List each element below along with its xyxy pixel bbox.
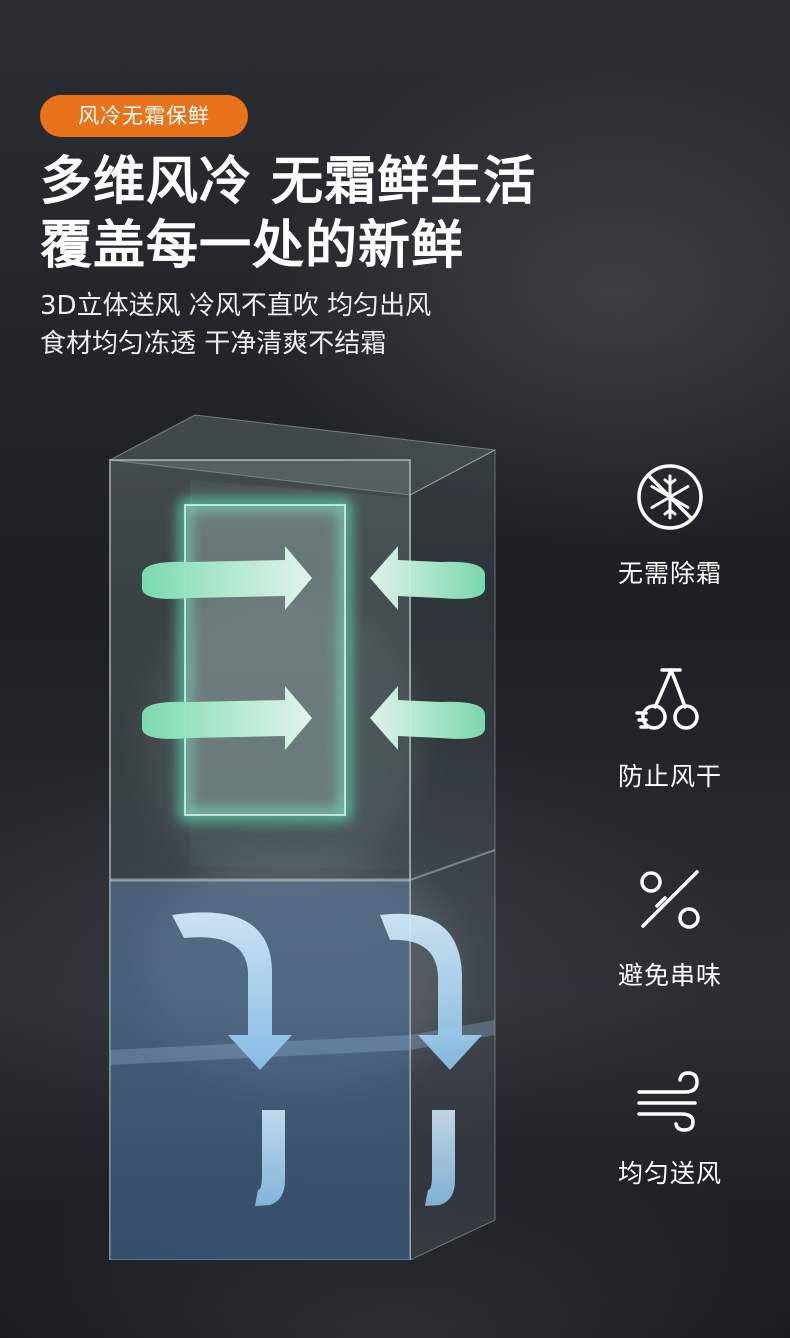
feature-no-defrost: 无需除霜 bbox=[590, 462, 750, 590]
airflow-arrow-green-upper-right bbox=[370, 546, 485, 610]
headline-line-2: 覆盖每一处的新鲜 bbox=[40, 216, 465, 276]
feature-prevent-drying: 防止风干 bbox=[590, 665, 750, 793]
airflow-arc-blue-right bbox=[380, 913, 482, 1206]
category-badge: 风冷无霜保鲜 bbox=[40, 95, 248, 137]
snowflake-no-frost-icon bbox=[637, 464, 703, 530]
percent-odor-icon bbox=[640, 870, 700, 929]
wind-airflow-icon bbox=[637, 1071, 699, 1132]
airflow-arc-blue-left bbox=[172, 912, 292, 1206]
fridge-airflow-illustration bbox=[108, 414, 497, 1260]
feature-label: 无需除霜 bbox=[617, 559, 722, 588]
subtext-line-1: 3D立体送风 冷风不直吹 均匀出风 bbox=[40, 291, 432, 321]
headline-line-1: 多维风冷 无霜鲜生活 bbox=[40, 152, 537, 212]
airflow-arrow-green-lower-right bbox=[370, 686, 485, 750]
cherry-fresh-icon bbox=[635, 668, 699, 730]
airflow-arrow-green-lower-left bbox=[142, 686, 312, 750]
feature-even-airflow: 均匀送风 bbox=[590, 1070, 750, 1190]
airflow-arrow-green-upper-left bbox=[142, 546, 312, 610]
feature-label: 避免串味 bbox=[617, 961, 722, 990]
subtext-line-2: 食材均匀冻透 干净清爽不结霜 bbox=[40, 329, 387, 359]
feature-label: 防止风干 bbox=[617, 762, 722, 791]
feature-label: 均匀送风 bbox=[617, 1159, 722, 1188]
feature-avoid-odor: 避免串味 bbox=[590, 868, 750, 992]
